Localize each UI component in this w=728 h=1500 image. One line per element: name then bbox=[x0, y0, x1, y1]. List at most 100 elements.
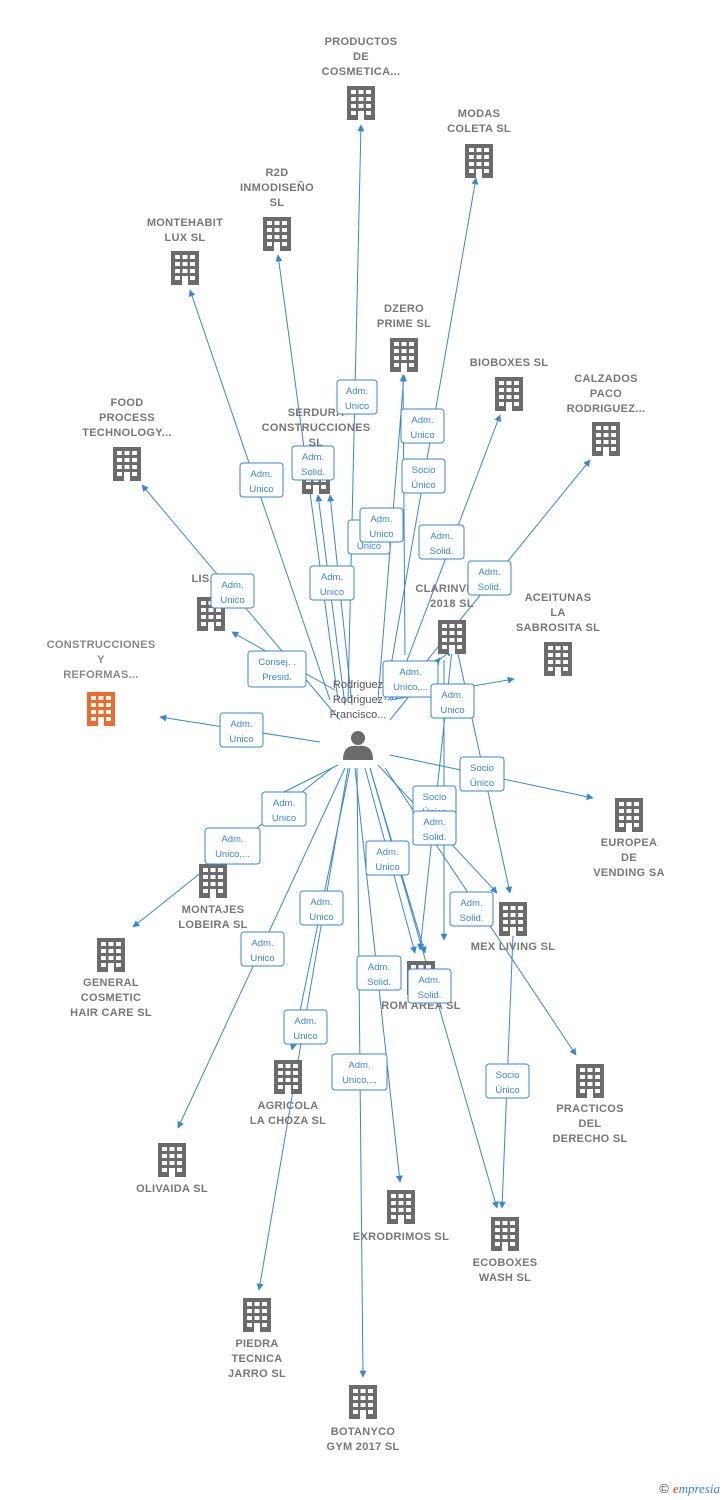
building-icon bbox=[387, 1190, 415, 1224]
edge-label-lisami[interactable]: Adm.Unico bbox=[210, 573, 255, 609]
company-node-calzados[interactable]: CALZADOSPACORODRIGUEZ... bbox=[567, 373, 646, 456]
brand-footer: ©empresia bbox=[659, 1481, 720, 1497]
edge-label-text: Unico bbox=[250, 953, 274, 964]
edge-label-text: Adm. bbox=[423, 817, 445, 828]
company-node-bioboxes[interactable]: BIOBOXES SL bbox=[470, 357, 548, 411]
edge-labels: Adm.UnicoAdm.UnicoAdm.Solid.Adm.UnicoSoc… bbox=[204, 379, 530, 1099]
edge-label-text: Consej. . bbox=[258, 657, 296, 668]
company-name-line: TECNICA bbox=[232, 1353, 283, 1365]
edge-label-montehabit[interactable]: Adm.Unico bbox=[239, 462, 284, 498]
building-icon bbox=[438, 620, 466, 654]
edge-label-clarinvest[interactable]: Adm.Unico bbox=[430, 683, 475, 719]
edge-label-dzero[interactable]: Adm.Unico bbox=[400, 408, 445, 444]
company-name-line: EUROPEA bbox=[601, 837, 658, 849]
edge-label-montajes[interactable]: Adm.Unico bbox=[261, 791, 307, 827]
company-name-line: COLETA SL bbox=[447, 123, 511, 135]
edge-label-productos[interactable]: Adm.Unico bbox=[336, 379, 378, 415]
edge-label-mex-b[interactable]: Adm. Solid. bbox=[412, 810, 457, 846]
edge-label-r2d-b[interactable]: Adm. Unico bbox=[359, 507, 404, 543]
edge-label-piedra[interactable]: Adm.Unico bbox=[283, 1009, 328, 1045]
edge-label-text: Unico bbox=[293, 1031, 317, 1042]
edge-label-agricola[interactable]: Adm.Unico bbox=[299, 890, 344, 926]
building-icon bbox=[390, 338, 418, 372]
company-name-line: BIOBOXES SL bbox=[470, 357, 548, 369]
company-name-line: COSMETICA... bbox=[322, 66, 401, 78]
building-icon bbox=[87, 692, 115, 726]
edge-label-text: Único bbox=[495, 1085, 519, 1096]
company-node-construcciones[interactable]: CONSTRUCCIONESYREFORMAS... bbox=[47, 639, 156, 726]
building-icon bbox=[615, 798, 643, 832]
edge-label-construcciones[interactable]: Adm.Unico bbox=[219, 712, 264, 748]
building-icon bbox=[263, 217, 291, 251]
edge-label-food[interactable]: Adm.Unico bbox=[309, 565, 355, 601]
building-icon bbox=[349, 1385, 377, 1419]
edge-label-text: Unico bbox=[369, 529, 393, 540]
edge-label-exrodrimos[interactable]: Adm.Unico,... bbox=[331, 1053, 388, 1091]
edge-label-text: Adm. bbox=[370, 514, 392, 525]
edge-label-romarea-b[interactable]: Adm.Solid. bbox=[356, 955, 402, 991]
building-icon bbox=[576, 1064, 604, 1098]
edge-label-olivaida[interactable]: Adm.Unico bbox=[240, 931, 285, 967]
edge-label-serdura[interactable]: Adm.Solid. bbox=[291, 445, 335, 481]
company-name-line: ECOBOXES bbox=[473, 1257, 538, 1269]
edge-label-general[interactable]: Adm.Unico,... bbox=[204, 827, 261, 865]
edge-label-text: Adm. bbox=[321, 572, 343, 583]
building-icon bbox=[491, 1217, 519, 1251]
company-name-line: RODRIGUEZ... bbox=[567, 403, 646, 415]
company-node-productos[interactable]: PRODUCTOS DE COSMETICA... bbox=[322, 36, 401, 120]
company-name-line: SABROSITA SL bbox=[516, 622, 600, 634]
building-icon bbox=[243, 1298, 271, 1332]
company-name-line: GENERAL bbox=[83, 977, 139, 989]
company-name-line: AGRICOLA bbox=[257, 1100, 318, 1112]
edge-label-text: Único bbox=[411, 480, 435, 491]
company-node-olivaida[interactable]: OLIVAIDA SL bbox=[136, 1143, 208, 1195]
edge-label-text: Unico,... bbox=[215, 849, 250, 860]
edge-label-consej[interactable]: Consej. .Presid. bbox=[247, 650, 307, 688]
edge-label-text: Solid. bbox=[423, 832, 447, 843]
company-name-line: DEL bbox=[579, 1118, 602, 1130]
building-icon bbox=[347, 86, 375, 120]
company-name-line: PRODUCTOS bbox=[325, 36, 398, 48]
edge-label-romarea-c[interactable]: Adm.Solid. bbox=[407, 968, 452, 1004]
edge-label-practicos[interactable]: Adm.Solid. bbox=[449, 891, 494, 927]
edge-label-text: Unico bbox=[229, 734, 253, 745]
company-node-food[interactable]: FOODPROCESSTECHNOLOGY... bbox=[82, 397, 171, 481]
edge-label-text: Único bbox=[470, 778, 494, 789]
company-node-mexliving[interactable]: MEX LIVING SL bbox=[471, 902, 556, 953]
company-name-line: WASH SL bbox=[479, 1272, 531, 1284]
edge-label-text: Socio bbox=[470, 763, 494, 774]
edge-label-calzados[interactable]: Adm.Solid. bbox=[467, 560, 512, 596]
brand-logo-text: mpresia bbox=[678, 1481, 720, 1496]
company-name-line: ACEITUNAS bbox=[525, 592, 592, 604]
edge-label-aceitunas[interactable]: Adm.Unico,... bbox=[382, 660, 439, 698]
company-name-line: PIEDRA bbox=[235, 1338, 278, 1350]
edge-label-bioboxes[interactable]: Adm.Solid. bbox=[418, 524, 465, 560]
company-node-ecoboxes[interactable]: ECOBOXES WASH SL bbox=[473, 1217, 538, 1284]
edge-label-romarea-a[interactable]: Adm.Unico bbox=[365, 840, 410, 876]
edge-label-text: Socio bbox=[412, 465, 436, 476]
company-name-line: DE bbox=[353, 51, 369, 63]
edge-label-text: Adm. bbox=[348, 1060, 370, 1071]
company-name-line: MONTEHABIT bbox=[147, 217, 223, 229]
company-name-line: 2018 SL bbox=[430, 598, 474, 610]
person-name-line: Rodriguez bbox=[333, 679, 383, 691]
company-node-exrodrimos[interactable]: EXRODRIMOS SL bbox=[353, 1190, 449, 1243]
person-node[interactable]: RodriguezRodriguezFrancisco... bbox=[330, 679, 387, 760]
